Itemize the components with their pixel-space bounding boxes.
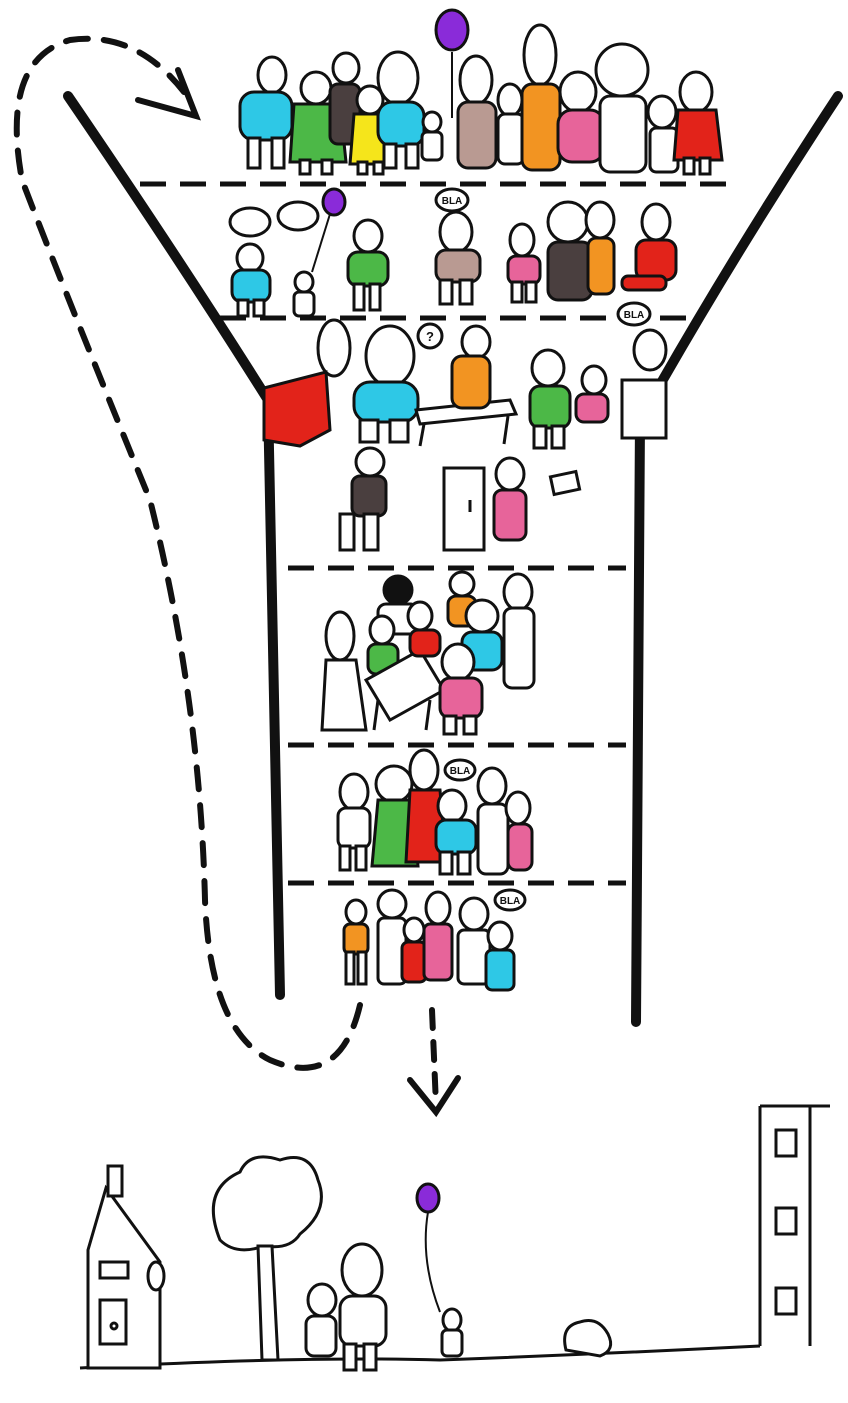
person [494,458,526,540]
person [508,224,540,302]
person [294,272,314,316]
person [452,326,490,408]
balloon-icon [417,1184,440,1312]
bubble-label: BLA [500,896,521,907]
person [422,112,442,160]
person [558,72,604,162]
person [498,84,524,164]
person [232,244,270,316]
person [344,900,368,984]
person [622,204,676,290]
person [424,892,452,980]
person [240,57,292,168]
person [674,72,722,174]
stage-1-crowd [240,10,722,174]
stage-6-crowd: BLA [344,890,525,990]
speech-bubble-icon: ? [418,324,442,348]
person [596,44,648,172]
speech-bubble-icon: BLA [436,189,468,211]
box [550,471,579,494]
person [504,574,534,688]
ground-scene [80,1106,830,1370]
question-label: ? [426,329,434,344]
stage-3-crowd: ? BLA [264,303,666,550]
bubble-label: BLA [442,196,463,207]
speech-bubble-icon: BLA [618,303,650,325]
person [436,212,480,304]
stage-4-crowd [322,572,534,734]
person [458,56,496,168]
speech-bubble-icon: BLA [495,890,525,910]
person [486,922,514,990]
person [378,52,424,168]
return-loop-path [17,39,360,1068]
person [340,448,386,550]
stage-5-crowd: BLA [338,750,532,874]
door [444,468,484,550]
building-icon [760,1106,830,1346]
person [354,326,418,442]
person [340,1244,386,1370]
bubble-label: BLA [624,310,645,321]
person [622,330,666,438]
person [348,220,388,310]
bubble-label: BLA [450,766,471,777]
person [436,790,476,874]
speech-bubble-icon: BLA [445,760,475,780]
house-icon [88,1166,164,1368]
person [586,202,614,294]
down-arrow-path [432,1010,436,1105]
stage-2-crowd: BLA [230,189,676,316]
person [322,612,366,730]
ground-line [80,1346,760,1368]
person [522,25,560,170]
person [338,774,370,870]
person [442,1309,462,1356]
person [576,366,608,422]
balloon-icon [312,189,345,272]
person [506,792,532,870]
person [478,768,508,874]
person [402,918,426,982]
person [306,1284,336,1356]
person [408,602,440,656]
person [264,320,350,446]
speech-bubble-icon [230,202,318,236]
person [530,350,570,448]
rock-icon [565,1321,611,1357]
